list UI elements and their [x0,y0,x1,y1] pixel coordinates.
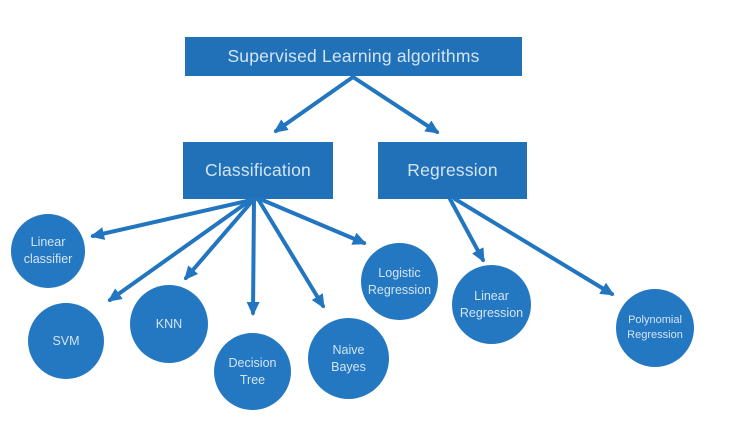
node-polynomial-regression: Polynomial Regression [616,289,694,367]
node-linear-regression: Linear Regression [452,265,531,344]
node-classification: Classification [183,142,333,199]
node-naive-bayes-label: Naive Bayes [331,342,366,374]
edge-root-classification [273,75,355,133]
edge-regression-linear-regression [448,197,485,263]
node-classification-label: Classification [205,160,311,180]
node-polynomial-regression-label: Polynomial Regression [627,314,683,341]
node-regression-label: Regression [407,160,498,180]
node-knn-label: KNN [155,316,183,331]
edge-classification-linear-classifier [90,197,258,240]
node-linear-classifier: Linear classifier [11,214,85,288]
edge-classification-knn [184,197,256,281]
edge-classification-logistic-regression [258,197,367,245]
node-supervised-learning: Supervised Learning algorithms [185,37,522,76]
node-decision-tree: Decision Tree [214,333,291,410]
edge-classification-naive-bayes [256,197,325,309]
edge-classification-svm [107,197,254,302]
edge-root-regression [351,75,440,134]
node-decision-tree-label: Decision Tree [228,355,277,387]
node-logistic-regression-label: Logistic Regression [367,265,432,297]
node-regression: Regression [378,142,527,199]
node-svm-label: SVM [52,333,80,348]
node-naive-bayes: Naive Bayes [308,318,389,399]
node-svm: SVM [28,303,104,379]
node-supervised-learning-label: Supervised Learning algorithms [227,46,480,66]
node-linear-classifier-label: Linear classifier [23,235,73,266]
node-logistic-regression: Logistic Regression [361,243,438,320]
node-linear-regression-label: Linear Regression [459,288,524,320]
node-knn: KNN [130,285,208,363]
edge-classification-decision-tree [246,197,260,316]
